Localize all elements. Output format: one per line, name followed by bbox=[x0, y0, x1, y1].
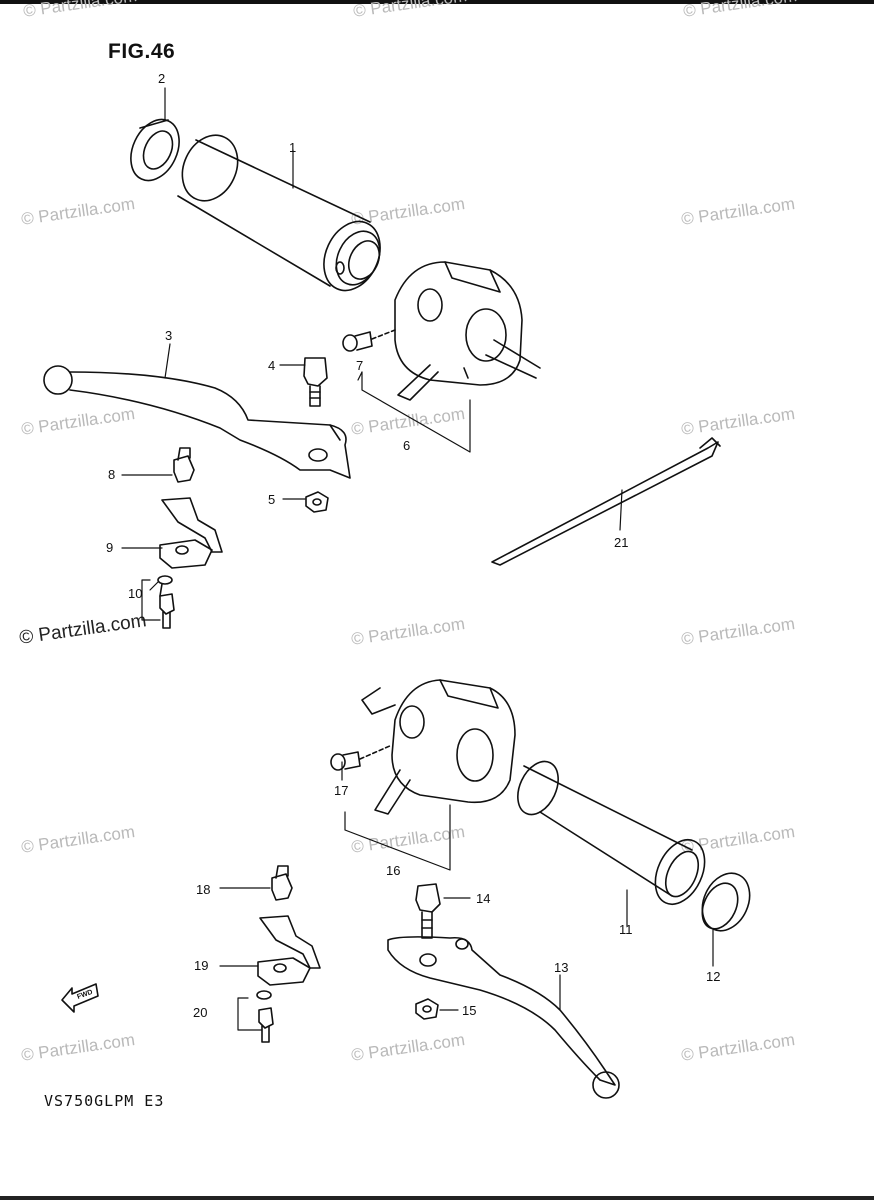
part-2-end-cap bbox=[130, 118, 180, 182]
part-16-switch-housing bbox=[361, 679, 516, 815]
callout-11: 11 bbox=[619, 922, 633, 937]
callout-14: 14 bbox=[476, 891, 491, 906]
part-17-screw bbox=[330, 744, 393, 771]
part-10-screw-set bbox=[157, 575, 175, 629]
part-1-grip bbox=[177, 134, 381, 292]
callout-12: 12 bbox=[706, 969, 721, 984]
part-14-bolt bbox=[415, 883, 441, 939]
callout-15: 15 bbox=[462, 1003, 477, 1018]
part-11-throttle-grip bbox=[517, 760, 706, 905]
callout-7: 7 bbox=[356, 358, 364, 373]
callout-18: 18 bbox=[196, 882, 211, 897]
callout-17: 17 bbox=[334, 783, 349, 798]
callout-19: 19 bbox=[194, 958, 209, 973]
callout-5: 5 bbox=[268, 492, 276, 507]
part-19-switch-plate bbox=[257, 915, 321, 986]
callout-20: 20 bbox=[193, 1005, 208, 1020]
part-15-nut bbox=[415, 998, 439, 1020]
callout-21: 21 bbox=[614, 535, 629, 550]
callout-16: 16 bbox=[386, 863, 401, 878]
fwd-arrow-icon: FWD bbox=[61, 983, 99, 1013]
part-9-switch-plate bbox=[159, 497, 223, 569]
callout-13: 13 bbox=[554, 960, 569, 975]
part-21-cable-tie bbox=[491, 437, 721, 566]
part-3-lever bbox=[43, 365, 351, 479]
top-border bbox=[0, 0, 874, 4]
part-18-switch-knob bbox=[271, 865, 293, 901]
callout-1: 1 bbox=[289, 140, 297, 155]
bottom-border bbox=[0, 1196, 874, 1200]
callout-10: 10 bbox=[128, 586, 143, 601]
callout-6: 6 bbox=[403, 438, 411, 453]
part-13-brake-lever bbox=[387, 936, 620, 1099]
part-7-screw bbox=[342, 329, 396, 352]
callout-3: 3 bbox=[165, 328, 173, 343]
callout-9: 9 bbox=[106, 540, 114, 555]
callout-4: 4 bbox=[268, 358, 276, 373]
callout-2: 2 bbox=[158, 71, 166, 86]
part-5-nut bbox=[305, 491, 329, 513]
part-6-switch-housing bbox=[394, 261, 541, 401]
part-8-switch-knob bbox=[173, 447, 195, 483]
part-20-screw-set bbox=[256, 990, 274, 1043]
model-code: VS750GLPM E3 bbox=[44, 1092, 165, 1110]
part-4-bolt bbox=[303, 357, 328, 407]
leader-lines bbox=[121, 87, 714, 1031]
figure-title: FIG.46 bbox=[108, 40, 176, 63]
callout-8: 8 bbox=[108, 467, 116, 482]
part-12-end-cap bbox=[701, 872, 751, 932]
